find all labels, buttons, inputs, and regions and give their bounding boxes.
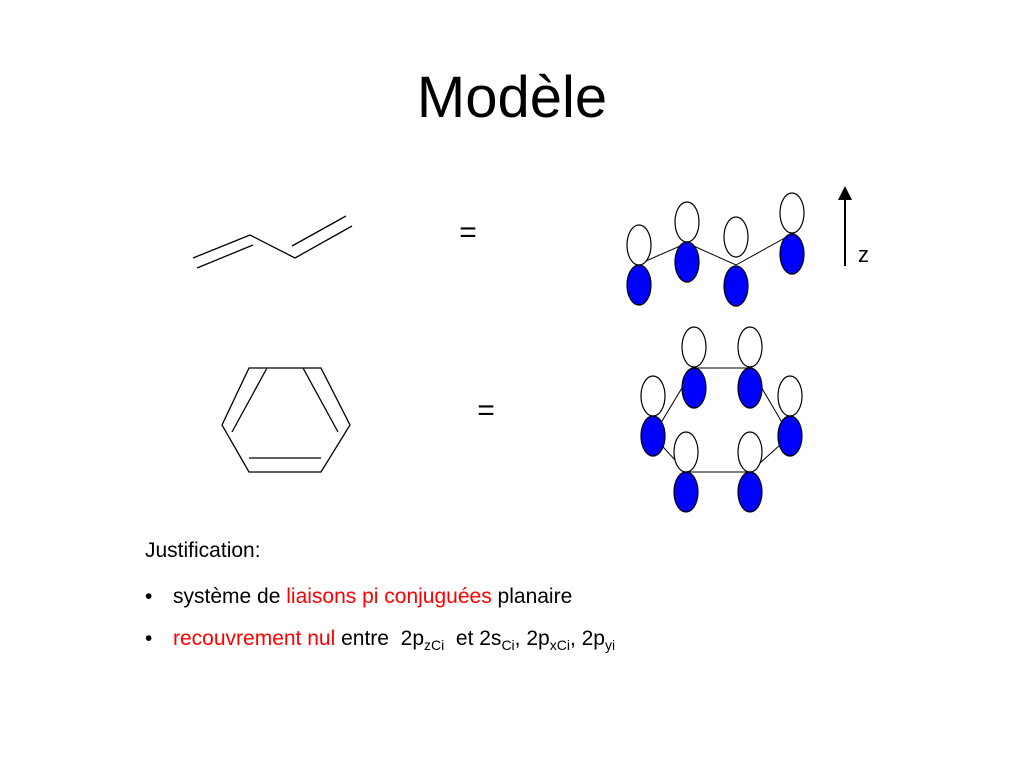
p-orbital-lobe-filled bbox=[626, 264, 652, 306]
equals-sign-benzene: = bbox=[477, 394, 495, 427]
p-orbital-lobe-filled bbox=[777, 415, 803, 457]
equals-sign-butadiene: = bbox=[459, 216, 477, 249]
z-axis-label: z bbox=[858, 242, 869, 267]
bullet-item-zero-overlap: •recouvrement nul entre 2pzCi et 2sCi, 2… bbox=[145, 625, 615, 653]
p-orbital-lobe-empty bbox=[779, 192, 805, 234]
bullet1-text-before: système de bbox=[173, 585, 281, 608]
bond-c2-c3 bbox=[249, 234, 296, 259]
butadiene-p-orbitals bbox=[626, 192, 805, 307]
bond-c1-c2-double bbox=[196, 244, 254, 269]
butadiene-skeletal-formula bbox=[192, 215, 353, 269]
orbital-2px-subscript: xCi bbox=[549, 637, 570, 653]
butadiene-backbone bbox=[638, 233, 793, 266]
bond-c1-c2 bbox=[192, 234, 251, 259]
benzene-p-orbitals bbox=[640, 326, 803, 513]
p-orbital-lobe-empty bbox=[723, 216, 749, 258]
bullet2-text-after: entre bbox=[341, 627, 389, 650]
bullet-icon: • bbox=[145, 627, 153, 650]
benzene-backbone bbox=[652, 367, 791, 473]
benzene-double-bond-right bbox=[302, 367, 339, 433]
orbital-2s-base: et 2s bbox=[455, 627, 502, 650]
p-orbital-lobe-filled bbox=[640, 415, 666, 457]
benzene-ring bbox=[221, 367, 351, 473]
p-orbital-lobe-empty bbox=[674, 201, 700, 243]
p-orbital-lobe-empty bbox=[673, 431, 699, 473]
benzene-double-bond-left bbox=[231, 367, 268, 433]
p-orbital-lobe-empty bbox=[640, 375, 666, 417]
bullet2-highlight: recouvrement nul bbox=[173, 627, 336, 650]
bond-c3-c4 bbox=[294, 225, 353, 259]
p-orbital-lobe-filled bbox=[737, 367, 763, 409]
bullet-item-conjugated-system: • système de liaisons pi conjuguées plana… bbox=[145, 583, 615, 611]
p-orbital-lobe-filled bbox=[737, 471, 763, 513]
bullet1-text-after: planaire bbox=[497, 585, 573, 608]
benzene-skeletal-formula bbox=[221, 367, 351, 473]
justification-heading: Justification: bbox=[145, 539, 261, 562]
p-orbital-lobe-empty bbox=[737, 431, 763, 473]
orbital-2py-subscript: yi bbox=[604, 637, 616, 653]
bullet1-highlight: liaisons pi conjuguées bbox=[286, 585, 492, 608]
p-orbital-lobe-filled bbox=[681, 367, 707, 409]
z-axis: z bbox=[838, 186, 869, 267]
orbital-2px-base: , 2p bbox=[514, 627, 550, 650]
p-orbital-lobe-filled bbox=[779, 233, 805, 275]
orbital-2pz-base: 2p bbox=[400, 627, 424, 650]
p-orbital-lobe-empty bbox=[777, 375, 803, 417]
p-orbital-lobe-empty bbox=[626, 224, 652, 266]
p-orbital-lobe-filled bbox=[723, 265, 749, 307]
z-axis-arrowhead-icon bbox=[838, 186, 852, 200]
p-orbital-lobe-empty bbox=[681, 326, 707, 368]
p-orbital-lobe-filled bbox=[674, 241, 700, 283]
bond-c3-c4-double bbox=[291, 215, 347, 247]
bullet-icon: • bbox=[145, 585, 153, 608]
orbital-2s-subscript: Ci bbox=[501, 637, 515, 653]
justification-block: Justification: • système de liaisons pi c… bbox=[145, 537, 615, 667]
p-orbital-lobe-filled bbox=[673, 471, 699, 513]
orbital-2pz-subscript: zCi bbox=[424, 637, 445, 653]
orbital-2py-base: , 2p bbox=[569, 627, 605, 650]
p-orbital-lobe-empty bbox=[737, 326, 763, 368]
slide-title: Modèle bbox=[416, 65, 608, 130]
